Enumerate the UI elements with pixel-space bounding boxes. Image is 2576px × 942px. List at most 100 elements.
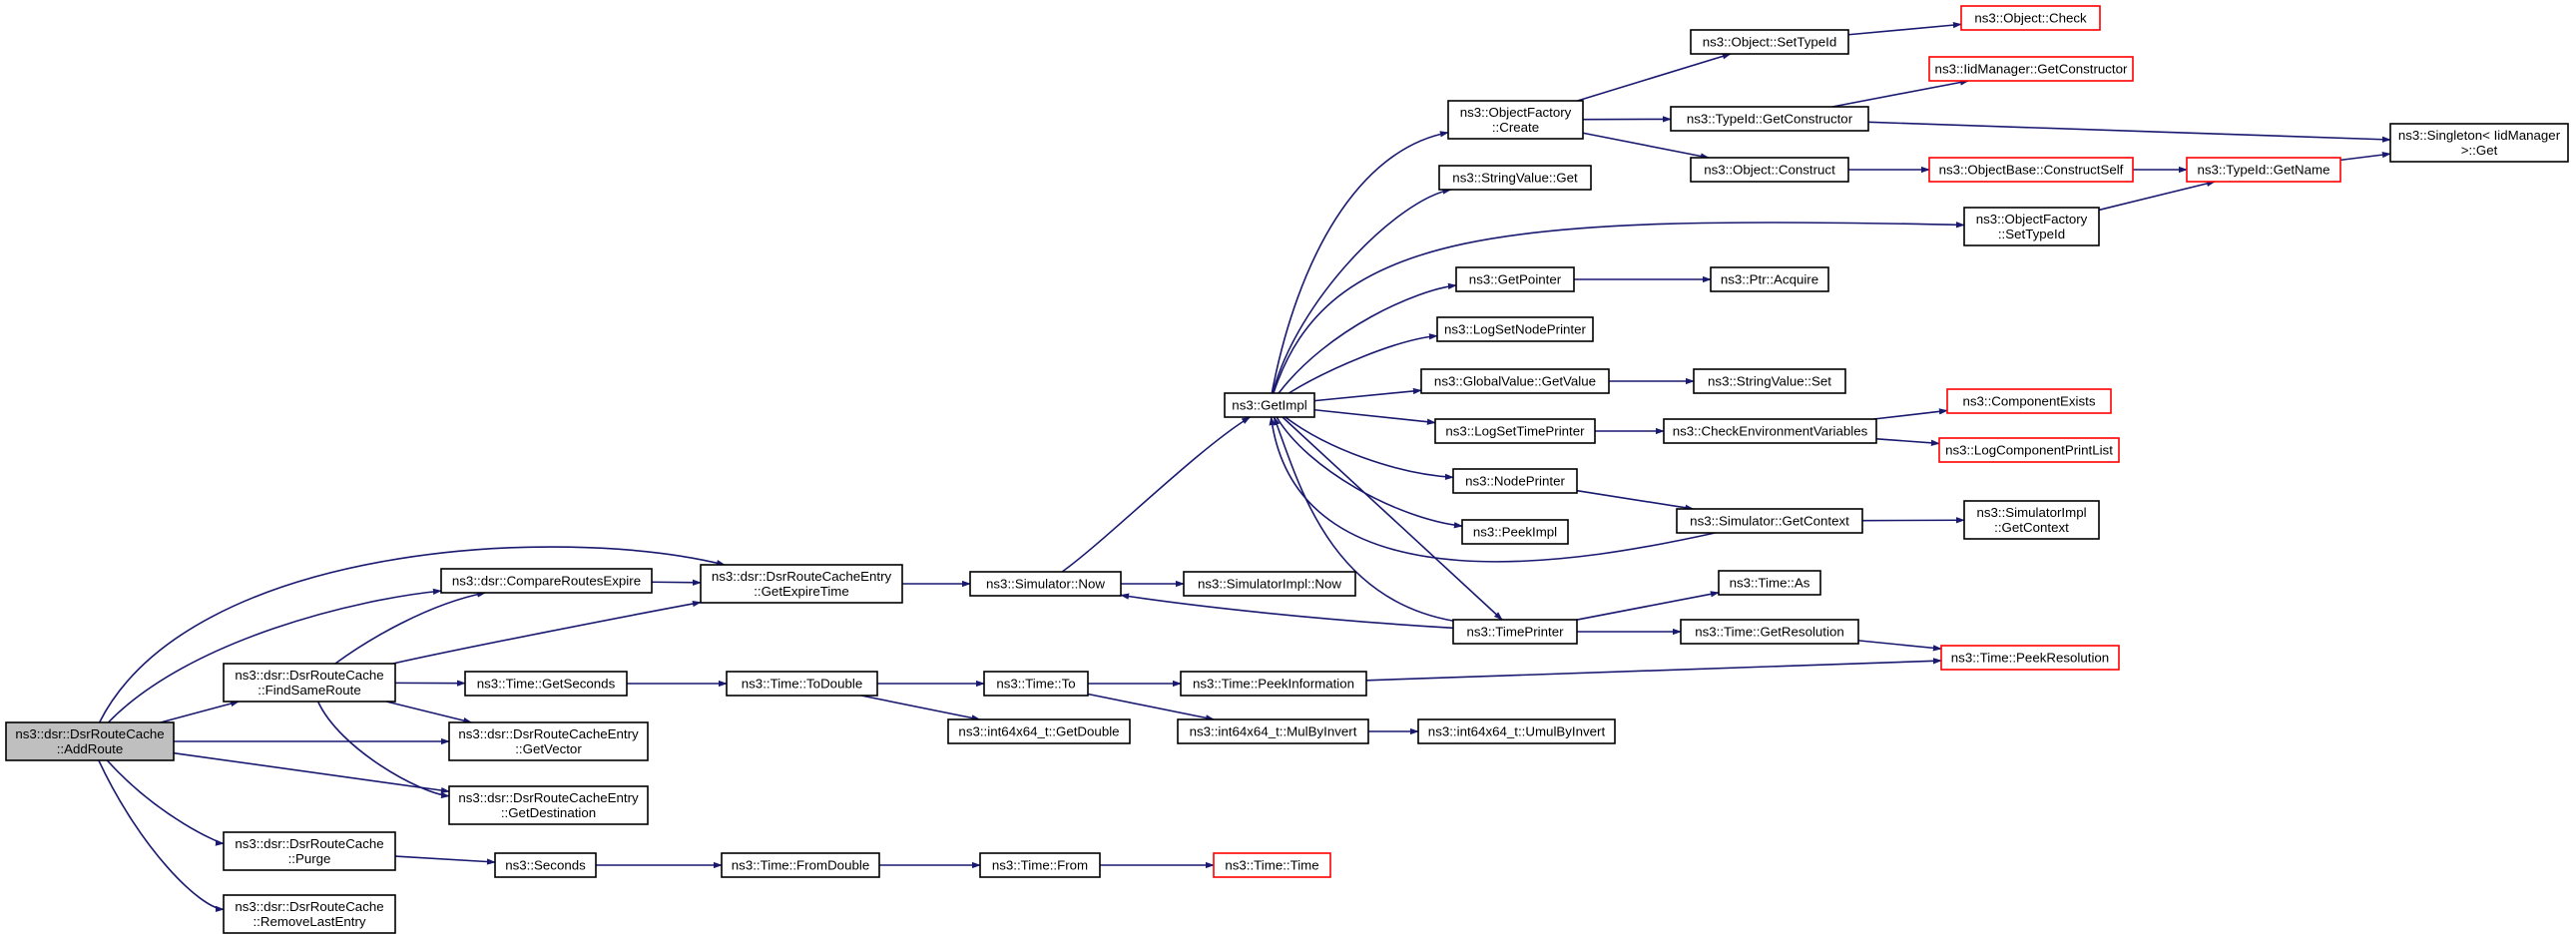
node-globalvaluegetvalue[interactable]: ns3::GlobalValue::GetValue	[1420, 368, 1610, 394]
node-getexpiretime[interactable]: ns3::dsr::DsrRouteCacheEntry::GetExpireT…	[700, 564, 903, 604]
node-logcomponentprintlist[interactable]: ns3::LogComponentPrintList	[1938, 437, 2120, 463]
node-nodeprinter[interactable]: ns3::NodePrinter	[1452, 468, 1578, 494]
node-box[interactable]	[1447, 100, 1584, 140]
node-box[interactable]	[1180, 671, 1367, 697]
node-box[interactable]	[1224, 392, 1315, 418]
node-box[interactable]	[1452, 619, 1578, 645]
node-box[interactable]	[1436, 316, 1594, 342]
node-peekimpl[interactable]: ns3::PeekImpl	[1461, 519, 1569, 545]
node-box[interactable]	[1417, 718, 1616, 744]
node-getdestination[interactable]: ns3::dsr::DsrRouteCacheEntry::GetDestina…	[448, 785, 649, 825]
node-timetime[interactable]: ns3::Time::Time	[1213, 852, 1331, 878]
node-getimpl[interactable]: ns3::GetImpl	[1224, 392, 1315, 418]
node-objectbaseconstructself[interactable]: ns3::ObjectBase::ConstructSelf	[1928, 157, 2134, 183]
node-box[interactable]	[1670, 106, 1869, 132]
node-timegetresolution[interactable]: ns3::Time::GetResolution	[1680, 619, 1859, 645]
node-box[interactable]	[2186, 157, 2341, 183]
node-singletonget[interactable]: ns3::Singleton< IidManager>::Get	[2389, 123, 2569, 163]
node-logsetnodeprinter[interactable]: ns3::LogSetNodePrinter	[1436, 316, 1594, 342]
node-box[interactable]	[1434, 418, 1596, 444]
node-box[interactable]	[1960, 5, 2101, 31]
node-iidmanagergetconstructor[interactable]: ns3::IidManager::GetConstructor	[1928, 56, 2134, 82]
node-removelast[interactable]: ns3::dsr::DsrRouteCache::RemoveLastEntry	[223, 894, 396, 934]
node-box[interactable]	[1213, 852, 1331, 878]
node-box[interactable]	[1438, 165, 1592, 191]
node-box[interactable]	[700, 564, 903, 604]
node-objectconstruct[interactable]: ns3::Object::Construct	[1690, 157, 1849, 183]
node-objectsettypeid[interactable]: ns3::Object::SetTypeId	[1690, 29, 1849, 55]
node-stringvalueset[interactable]: ns3::StringValue::Set	[1693, 368, 1846, 394]
node-box[interactable]	[1183, 571, 1356, 597]
node-peekinfo[interactable]: ns3::Time::PeekInformation	[1180, 671, 1367, 697]
node-addroute[interactable]: ns3::dsr::DsrRouteCache::AddRoute	[5, 721, 175, 761]
node-typeidgetname[interactable]: ns3::TypeId::GetName	[2186, 157, 2341, 183]
node-simimplnow[interactable]: ns3::SimulatorImpl::Now	[1183, 571, 1356, 597]
node-componentexists[interactable]: ns3::ComponentExists	[1946, 388, 2112, 414]
node-box[interactable]	[2389, 123, 2569, 163]
node-fromdouble[interactable]: ns3::Time::FromDouble	[721, 852, 880, 878]
node-box[interactable]	[1455, 266, 1575, 292]
node-box[interactable]	[1963, 500, 2100, 540]
node-box[interactable]	[1693, 368, 1846, 394]
node-box[interactable]	[1928, 157, 2134, 183]
node-findsameroute[interactable]: ns3::dsr::DsrRouteCache::FindSameRoute	[223, 663, 396, 703]
node-simnow[interactable]: ns3::Simulator::Now	[969, 571, 1122, 597]
node-box[interactable]	[1420, 368, 1610, 394]
node-simimplgetcontext[interactable]: ns3::SimulatorImpl::GetContext	[1963, 500, 2100, 540]
node-objfactorysettypeid[interactable]: ns3::ObjectFactory::SetTypeId	[1963, 207, 2100, 246]
node-simgetcontext[interactable]: ns3::Simulator::GetContext	[1676, 508, 1863, 534]
node-getvector[interactable]: ns3::dsr::DsrRouteCacheEntry::GetVector	[448, 721, 649, 761]
node-box[interactable]	[448, 721, 649, 761]
node-compareroutes[interactable]: ns3::dsr::CompareRoutesExpire	[440, 568, 653, 594]
node-box[interactable]	[983, 671, 1089, 697]
node-typeidgetconstructor[interactable]: ns3::TypeId::GetConstructor	[1670, 106, 1869, 132]
node-box[interactable]	[448, 785, 649, 825]
node-checkenv[interactable]: ns3::CheckEnvironmentVariables	[1663, 418, 1877, 444]
node-box[interactable]	[1963, 207, 2100, 246]
node-box[interactable]	[1718, 570, 1821, 596]
node-box[interactable]	[1940, 645, 2120, 671]
node-timefrom[interactable]: ns3::Time::From	[979, 852, 1101, 878]
node-seconds[interactable]: ns3::Seconds	[494, 852, 597, 878]
node-box[interactable]	[1690, 157, 1849, 183]
node-box[interactable]	[5, 721, 175, 761]
node-box[interactable]	[726, 671, 878, 697]
node-umulbyinvert[interactable]: ns3::int64x64_t::UmulByInvert	[1417, 718, 1616, 744]
node-timeto[interactable]: ns3::Time::To	[983, 671, 1089, 697]
node-box[interactable]	[1676, 508, 1863, 534]
node-box[interactable]	[1177, 718, 1369, 744]
node-stringvalueget[interactable]: ns3::StringValue::Get	[1438, 165, 1592, 191]
node-objfactorycreate[interactable]: ns3::ObjectFactory::Create	[1447, 100, 1584, 140]
node-getpointer[interactable]: ns3::GetPointer	[1455, 266, 1575, 292]
node-box[interactable]	[440, 568, 653, 594]
node-box[interactable]	[1461, 519, 1569, 545]
node-ptracquire[interactable]: ns3::Ptr::Acquire	[1710, 266, 1829, 292]
node-purge[interactable]: ns3::dsr::DsrRouteCache::Purge	[223, 831, 396, 871]
node-box[interactable]	[979, 852, 1101, 878]
node-objectcheck[interactable]: ns3::Object::Check	[1960, 5, 2101, 31]
node-logsettimeprinter[interactable]: ns3::LogSetTimePrinter	[1434, 418, 1596, 444]
node-box[interactable]	[223, 831, 396, 871]
node-box[interactable]	[1938, 437, 2120, 463]
node-getdouble[interactable]: ns3::int64x64_t::GetDouble	[947, 718, 1131, 744]
node-timeas[interactable]: ns3::Time::As	[1718, 570, 1821, 596]
node-box[interactable]	[721, 852, 880, 878]
node-timeprinter[interactable]: ns3::TimePrinter	[1452, 619, 1578, 645]
node-peekresolution[interactable]: ns3::Time::PeekResolution	[1940, 645, 2120, 671]
node-mulbyinvert[interactable]: ns3::int64x64_t::MulByInvert	[1177, 718, 1369, 744]
node-box[interactable]	[1663, 418, 1877, 444]
node-box[interactable]	[969, 571, 1122, 597]
node-getseconds[interactable]: ns3::Time::GetSeconds	[464, 671, 628, 697]
node-box[interactable]	[223, 894, 396, 934]
node-box[interactable]	[223, 663, 396, 703]
node-box[interactable]	[1680, 619, 1859, 645]
node-box[interactable]	[1928, 56, 2134, 82]
node-box[interactable]	[494, 852, 597, 878]
node-box[interactable]	[1710, 266, 1829, 292]
node-box[interactable]	[1946, 388, 2112, 414]
node-box[interactable]	[1452, 468, 1578, 494]
node-todouble[interactable]: ns3::Time::ToDouble	[726, 671, 878, 697]
node-box[interactable]	[1690, 29, 1849, 55]
node-box[interactable]	[464, 671, 628, 697]
node-box[interactable]	[947, 718, 1131, 744]
